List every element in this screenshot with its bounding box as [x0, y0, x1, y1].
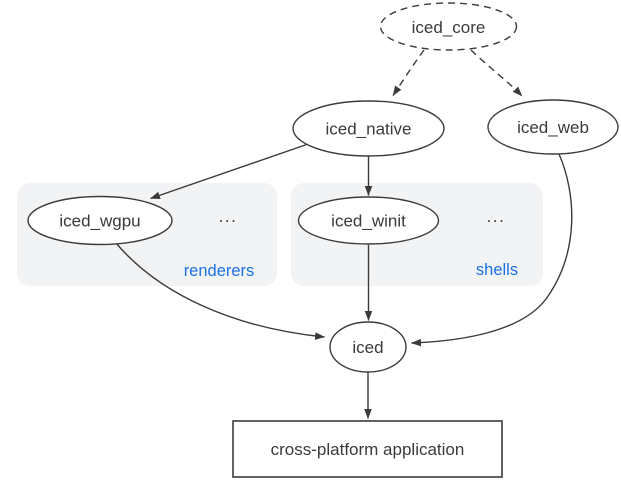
shells-ellipsis: ...	[487, 207, 506, 226]
node-label-iced-winit: iced_winit	[331, 211, 406, 230]
node-label-iced-wgpu: iced_wgpu	[59, 211, 140, 230]
node-label-iced-core: iced_core	[412, 18, 486, 37]
node-label-iced-web: iced_web	[517, 118, 589, 137]
group-label-renderers: renderers	[184, 262, 255, 280]
renderers-ellipsis: ...	[219, 207, 238, 226]
node-label-iced: iced	[352, 338, 383, 357]
edge-iced-web-to-iced	[411, 153, 573, 347]
edge-iced-native-to-iced-wgpu	[150, 142, 312, 200]
node-iced-winit	[297, 196, 440, 245]
node-iced	[329, 321, 407, 373]
node-label-iced-native: iced_native	[325, 119, 411, 138]
group-label-shells: shells	[476, 261, 518, 279]
node-cross-platform-application	[232, 420, 503, 478]
node-iced-native	[292, 100, 445, 157]
edge-iced-wgpu-to-iced	[115, 242, 325, 340]
node-iced-web	[487, 99, 619, 155]
node-label-cross-platform-application: cross-platform application	[271, 440, 465, 459]
node-iced-core	[379, 2, 518, 51]
node-iced-wgpu	[27, 195, 173, 246]
edge-iced-core-to-iced-web	[470, 49, 523, 97]
edge-iced-core-to-iced-native	[392, 49, 425, 96]
